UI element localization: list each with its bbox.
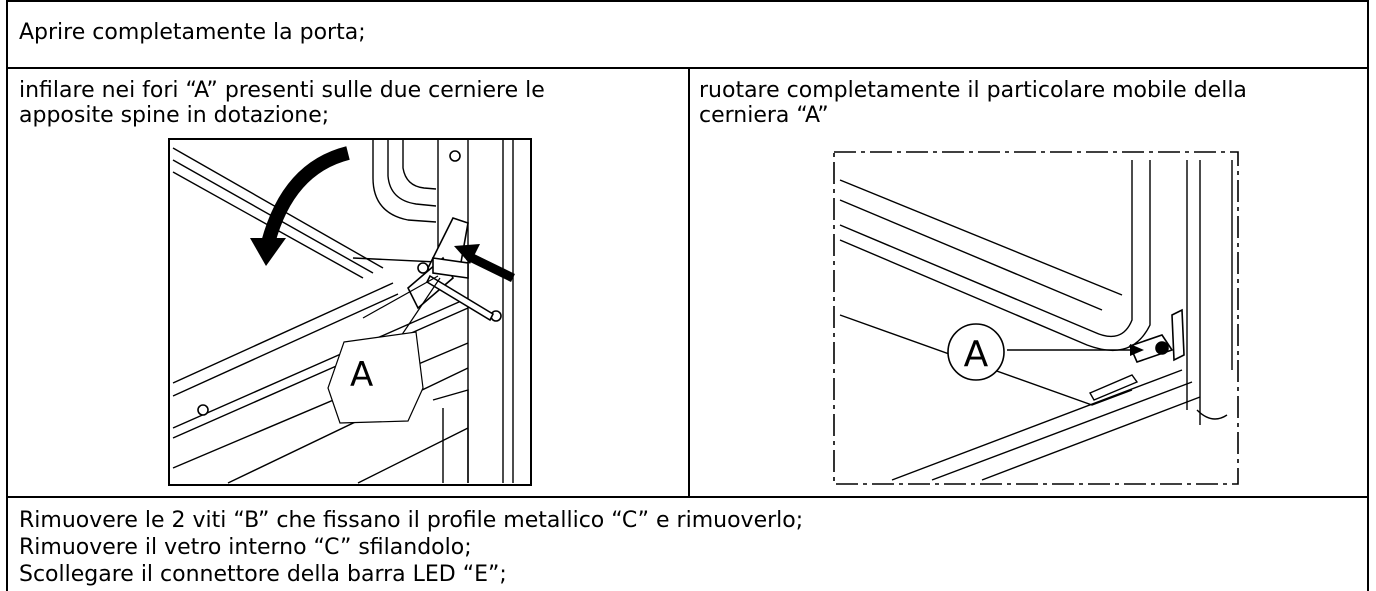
- step-insert-pins-line1: infilare nei fori “A” presenti sulle due…: [19, 78, 545, 103]
- row-divider-1: [6, 67, 1369, 69]
- hinge-rotate-illustration: A: [832, 150, 1240, 486]
- instruction-table: Aprire completamente la porta; infilare …: [6, 0, 1369, 591]
- step-remove-screws: Rimuovere le 2 viti “B” che fissano il p…: [19, 508, 804, 533]
- step-rotate-hinge-line2: cerniera “A”: [699, 103, 829, 128]
- table-top-border: [6, 0, 1369, 2]
- step-insert-pins-line2: apposite spine in dotazione;: [19, 103, 330, 128]
- step-open-door: Aprire completamente la porta;: [19, 20, 366, 45]
- column-divider: [688, 67, 690, 497]
- figure-right-label: A: [964, 334, 989, 375]
- step-remove-inner-glass: Rimuovere il vetro interno “C” sfilandol…: [19, 535, 472, 560]
- hinge-pin-illustration: A: [168, 138, 532, 486]
- figure-left-label: A: [350, 355, 373, 395]
- step-disconnect-led: Scollegare il connettore della barra LED…: [19, 562, 507, 587]
- table-left-border: [6, 0, 8, 591]
- table-right-border: [1367, 0, 1369, 591]
- step-rotate-hinge-line1: ruotare completamente il particolare mob…: [699, 78, 1247, 103]
- row-divider-2: [6, 496, 1369, 498]
